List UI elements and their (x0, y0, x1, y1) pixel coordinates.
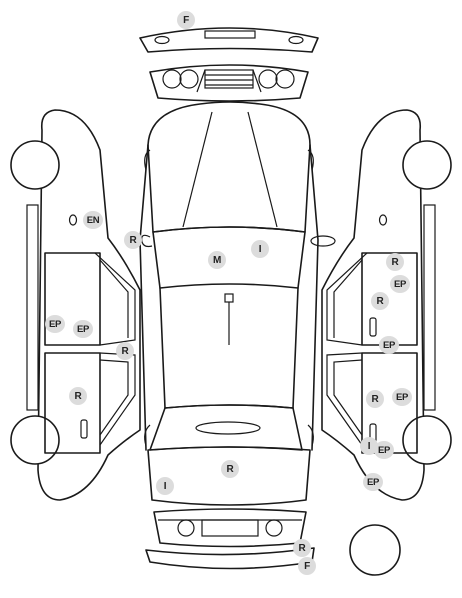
marker-right-front-door-ep[interactable]: EP (390, 275, 410, 293)
marker-right-rear-ep[interactable]: EP (374, 441, 394, 459)
marker-right-rear-door-r[interactable]: R (366, 390, 384, 408)
marker-trunk-r[interactable]: R (221, 460, 239, 478)
marker-left-en[interactable]: EN (83, 211, 103, 229)
marker-roof-i[interactable]: I (251, 240, 269, 258)
marker-left-sill-r[interactable]: R (116, 342, 134, 360)
marker-right-rear-quarter-ep[interactable]: EP (363, 473, 383, 491)
marker-left-mirror-r[interactable]: R (124, 231, 142, 249)
marker-roof-m[interactable]: M (208, 251, 226, 269)
marker-right-sill-ep[interactable]: EP (379, 336, 399, 354)
marker-left-rear-door-r[interactable]: R (69, 387, 87, 405)
marker-front-bumper-f[interactable]: F (177, 11, 195, 29)
marker-rear-bumper-f[interactable]: F (298, 557, 316, 575)
marker-left-front-door-ep-a[interactable]: EP (45, 315, 65, 333)
marker-right-rear-door-ep[interactable]: EP (392, 388, 412, 406)
marker-right-rear-i[interactable]: I (360, 437, 378, 455)
marker-rear-bumper-r[interactable]: R (293, 539, 311, 557)
marker-right-front-door-r-top[interactable]: R (386, 253, 404, 271)
car-top-view[interactable] (139, 101, 336, 506)
rear-bumper[interactable] (145, 547, 315, 570)
marker-trunk-i[interactable]: I (156, 477, 174, 495)
spare-wheel[interactable] (349, 524, 401, 576)
marker-left-front-door-ep-b[interactable]: EP (73, 320, 93, 338)
marker-right-front-door-r[interactable]: R (371, 292, 389, 310)
front-bumper[interactable] (139, 27, 319, 53)
rear-fascia[interactable] (153, 508, 307, 548)
front-fascia[interactable] (149, 64, 309, 102)
left-side-body[interactable] (10, 109, 141, 501)
